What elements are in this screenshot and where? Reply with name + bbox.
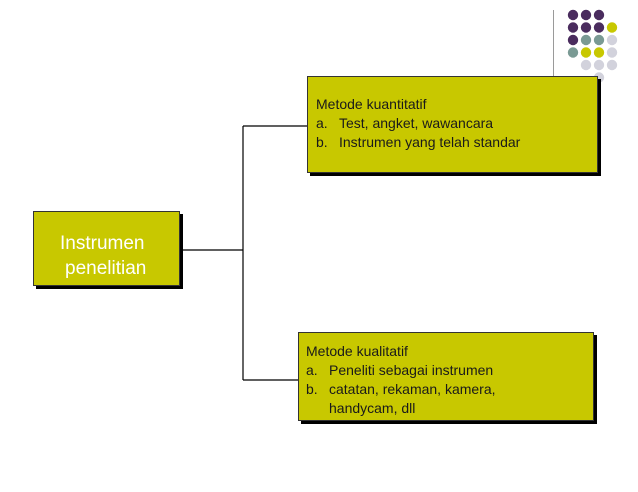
decorative-dot <box>567 34 579 46</box>
decorative-dot <box>580 59 592 71</box>
decorative-dot <box>606 34 618 46</box>
decorative-dot <box>593 22 605 33</box>
qualitative-method-box: Metode kualitatif a. Peneliti sebagai in… <box>298 332 594 421</box>
decorative-dot <box>593 59 605 71</box>
list-item-text: Instrumen yang telah standar <box>339 134 521 150</box>
decorative-dot <box>567 47 579 58</box>
decorative-dot <box>580 34 592 46</box>
decorative-dot <box>580 9 592 21</box>
decorative-dot <box>580 22 592 33</box>
list-item: a. Test, angket, wawancara <box>316 114 520 133</box>
decorative-dot <box>567 9 579 21</box>
decorative-dot <box>580 47 592 58</box>
list-item-text: Peneliti sebagai instrumen <box>329 362 494 378</box>
list-item: a. Peneliti sebagai instrumen <box>306 361 496 380</box>
decorative-dot <box>567 22 579 33</box>
decorative-dot <box>593 9 605 21</box>
decorative-dot <box>593 34 605 46</box>
decorative-dot <box>606 22 618 33</box>
list-item-continuation: handycam, dll <box>306 399 496 418</box>
list-marker: a. <box>306 362 318 378</box>
quantitative-method-box: Metode kuantitatif a. Test, angket, wawa… <box>307 76 598 173</box>
root-node-line-1: Instrumen <box>60 233 145 254</box>
qualitative-method-content: Metode kualitatif a. Peneliti sebagai in… <box>306 342 496 418</box>
list-marker: b. <box>306 381 318 397</box>
list-item-text: Test, angket, wawancara <box>339 115 494 131</box>
quantitative-method-content: Metode kuantitatif a. Test, angket, wawa… <box>316 95 520 152</box>
list-marker: a. <box>316 115 328 131</box>
decorative-dot <box>606 59 618 71</box>
list-marker: b. <box>316 134 328 150</box>
root-node-box: Instrumen penelitian <box>33 211 180 286</box>
list-item: b. catatan, rekaman, kamera, <box>306 380 496 399</box>
list-item-text: handycam, dll <box>329 400 416 416</box>
root-node-line-2: penelitian <box>65 258 147 279</box>
root-node-label: Instrumen penelitian <box>60 231 146 281</box>
decorative-dot <box>606 47 618 58</box>
quantitative-method-title: Metode kuantitatif <box>316 96 427 112</box>
list-item-text: catatan, rekaman, kamera, <box>329 381 496 397</box>
decorative-divider-line <box>553 10 554 108</box>
decorative-dot <box>593 47 605 58</box>
qualitative-method-title: Metode kualitatif <box>306 343 408 359</box>
list-item: b. Instrumen yang telah standar <box>316 133 520 152</box>
